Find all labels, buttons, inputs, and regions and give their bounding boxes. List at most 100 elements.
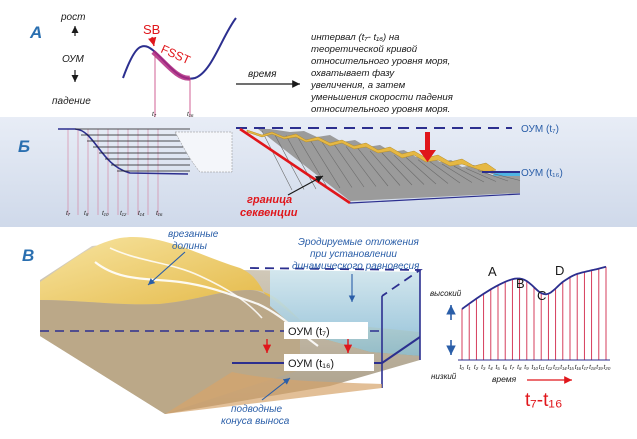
desc-line-1: интервал (t₇- t₁₆) на bbox=[311, 32, 400, 43]
chart-tick: t₇ bbox=[510, 364, 515, 371]
chart-tick: t₁₉ bbox=[596, 364, 603, 371]
desc-line-4: охватывает фазу bbox=[311, 68, 395, 79]
oum-t7-box-label: ОУМ (t₇) bbox=[288, 326, 330, 338]
fall-arrow-head bbox=[419, 150, 436, 162]
block-diagram: ОУМ (t₇) ОУМ (t₁₆) врезанные долины Эрод… bbox=[40, 229, 423, 427]
basin-floor bbox=[349, 193, 521, 204]
valleys-label-1: врезанные bbox=[168, 229, 219, 240]
chart-tick: t₀ bbox=[460, 364, 465, 371]
wedge-line bbox=[465, 168, 497, 182]
wedge-line bbox=[369, 150, 401, 186]
wedge-line bbox=[333, 144, 365, 188]
desc-line-5: увеличения, а затем bbox=[310, 80, 406, 91]
wedge-line bbox=[381, 152, 413, 186]
eroded-label-3: динамического равновесия bbox=[292, 261, 420, 272]
wedge-line bbox=[429, 161, 461, 184]
left-eroded-zone bbox=[174, 131, 233, 173]
chart-tick: t₁₇ bbox=[582, 364, 589, 371]
panel-c: В ОУМ (t₇) ОУМ (t₁₆) врезанные долины bbox=[22, 229, 611, 427]
wedge-line bbox=[417, 159, 449, 184]
panel-b-tick: t₇ bbox=[66, 210, 71, 217]
submarine-fans bbox=[165, 372, 382, 414]
panel-c-label: В bbox=[22, 246, 34, 265]
fans-pointer bbox=[261, 377, 291, 401]
wedge-line bbox=[309, 139, 341, 189]
wedge-line bbox=[405, 157, 437, 185]
wedge-line bbox=[321, 141, 353, 188]
left-profile bbox=[58, 128, 189, 175]
fall-arrow-shaft bbox=[425, 132, 430, 150]
chart-curve bbox=[461, 265, 607, 310]
wedge-line bbox=[393, 154, 425, 185]
oum-t7-box bbox=[284, 322, 368, 339]
t16-tick: t₁₆ bbox=[187, 111, 194, 118]
eroded-label-1: Эродируемые отложения bbox=[298, 237, 420, 248]
panel-b-label: Б bbox=[18, 137, 30, 156]
high-label: высокий bbox=[430, 289, 462, 298]
chart-tick: t₅ bbox=[496, 364, 501, 371]
low-label: низкий bbox=[431, 372, 457, 381]
incised-valley-2 bbox=[109, 247, 263, 319]
wedge-line bbox=[345, 146, 377, 187]
sequence-boundary-line bbox=[239, 127, 351, 205]
panel-b-tick: t₁₀ bbox=[102, 210, 109, 217]
chart-tick: t₁ bbox=[467, 364, 471, 371]
fsst-highlight bbox=[151, 50, 191, 81]
chart-tick: t₉ bbox=[524, 364, 529, 371]
wedge-line bbox=[297, 137, 329, 189]
letter-b: B bbox=[516, 276, 525, 291]
panel-a-label: А bbox=[29, 23, 42, 42]
chart-tick: t₃ bbox=[481, 364, 486, 371]
chart-tick: t₂ bbox=[474, 364, 479, 371]
fall-label: падение bbox=[52, 96, 91, 107]
valleys-label-2: долины bbox=[172, 241, 208, 252]
wedge-line bbox=[489, 172, 521, 181]
chart-tick: t₂₀ bbox=[604, 364, 611, 371]
incised-valley-1 bbox=[94, 261, 319, 347]
boundary-label-1: граница bbox=[247, 194, 292, 206]
sb-arrow bbox=[148, 36, 157, 47]
wedge-line bbox=[453, 165, 485, 183]
chart-tick: t₁₀ bbox=[532, 364, 539, 371]
letter-c: C bbox=[537, 288, 546, 303]
chart-tick: t₄ bbox=[488, 364, 493, 371]
wedge-line bbox=[357, 148, 389, 187]
chart-tick: t₆ bbox=[503, 364, 508, 371]
time-label-a: время bbox=[248, 69, 277, 80]
letter-d: D bbox=[555, 263, 564, 278]
t7-tick: t₇ bbox=[152, 111, 157, 118]
rise-label: рост bbox=[60, 12, 85, 23]
sea-level-t16-side bbox=[381, 336, 421, 364]
fans-label-1: подводные bbox=[231, 404, 283, 415]
letter-a: A bbox=[488, 264, 497, 279]
boundary-pointer bbox=[287, 175, 324, 196]
chart-tick: t₁₂ bbox=[546, 364, 553, 371]
panel-b-tick: t₁₄ bbox=[138, 210, 145, 217]
wedge-line bbox=[441, 163, 473, 183]
sea-level-t16-label: ОУМ (t₁₆) bbox=[521, 168, 563, 179]
wedge-line bbox=[285, 135, 317, 190]
sb-label: SB bbox=[143, 22, 160, 37]
panel-b-tick: t₁₆ bbox=[156, 210, 163, 217]
chart-tick: t₁₄ bbox=[560, 364, 567, 371]
description-text: интервал (t₇- t₁₆) на теоретической крив… bbox=[310, 32, 453, 115]
chart-tick: t₁₈ bbox=[589, 364, 596, 371]
oum-t16-box-label: ОУМ (t₁₆) bbox=[288, 358, 334, 370]
oum-label: ОУМ bbox=[62, 54, 85, 65]
chart-tick: t₈ bbox=[517, 364, 522, 371]
chart-tick: t₁₁ bbox=[539, 364, 545, 371]
chart-tick: t₁₆ bbox=[575, 364, 582, 371]
grey-wedges bbox=[232, 129, 520, 201]
oum-t16-box bbox=[284, 354, 374, 371]
chart-tick: t₁₅ bbox=[568, 364, 575, 371]
desc-line-3: относительного уровня моря, bbox=[311, 56, 450, 67]
desc-line-7: относительного уровня моря. bbox=[311, 104, 450, 115]
panel-b-tick: t₈ bbox=[84, 210, 89, 217]
right-schematic: ОУМ (t₇) ОУМ (t₁₆) граница секвенции bbox=[232, 124, 563, 219]
valleys-pointer bbox=[147, 251, 186, 286]
chart-time-label: время bbox=[492, 374, 517, 384]
desc-line-2: теоретической кривой bbox=[311, 44, 418, 55]
